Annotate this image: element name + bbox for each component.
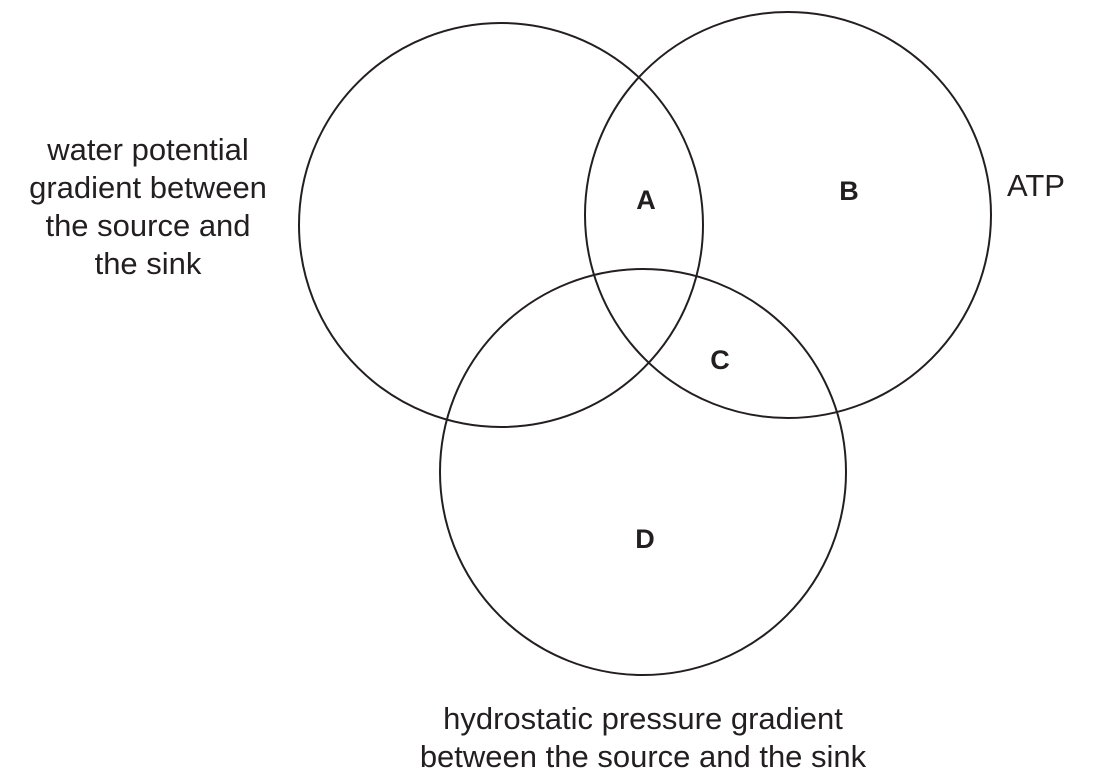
label-line: water potential — [47, 132, 249, 167]
region-a: A — [636, 185, 656, 215]
circle-water-potential — [298, 22, 704, 428]
label-hydrostatic-pressure: hydrostatic pressure gradient between th… — [393, 700, 893, 776]
region-b: B — [839, 176, 859, 206]
label-line: the sink — [94, 246, 202, 281]
label-line: the source and — [45, 208, 251, 243]
circle-atp — [584, 11, 992, 419]
circle-hydrostatic-pressure — [439, 268, 847, 676]
region-d: D — [635, 524, 655, 554]
region-c: C — [710, 345, 730, 375]
label-line: ATP — [1007, 168, 1065, 203]
label-line: gradient between — [29, 170, 267, 205]
label-atp: ATP — [1007, 167, 1065, 205]
label-line: hydrostatic pressure gradient — [443, 701, 843, 736]
label-water-potential: water potential gradient between the sou… — [14, 131, 282, 283]
label-line: between the source and the sink — [419, 739, 867, 774]
